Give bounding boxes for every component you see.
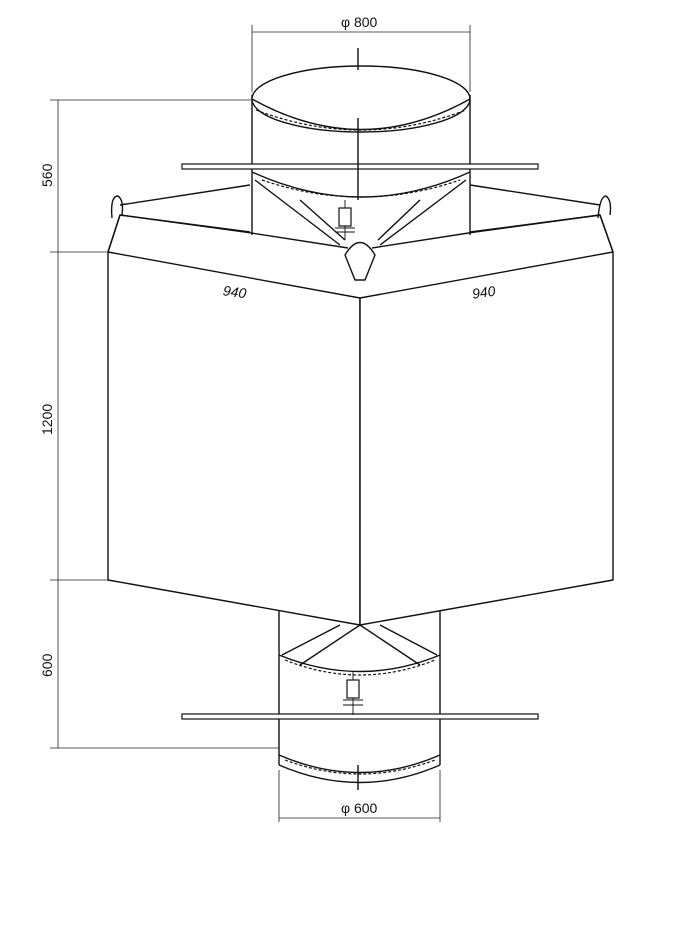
right-side-width-label: 940 bbox=[471, 283, 497, 302]
bottom-spout-height-label: 600 bbox=[39, 653, 55, 677]
body-face-left bbox=[107, 251, 361, 626]
top-diameter-label: φ 800 bbox=[341, 14, 378, 30]
bottom-diameter-label: φ 600 bbox=[341, 800, 378, 816]
top-spout bbox=[119, 48, 601, 246]
dimension-lines bbox=[50, 25, 471, 822]
lifting-loop-left bbox=[110, 195, 124, 219]
body-height-label: 1200 bbox=[39, 404, 55, 435]
bag-body bbox=[107, 214, 614, 626]
bottom-spout bbox=[181, 610, 539, 790]
left-side-width-label: 940 bbox=[222, 282, 248, 301]
lifting-loop-right bbox=[597, 195, 612, 219]
top-spout-opening bbox=[251, 65, 471, 133]
top-spout-height-label: 560 bbox=[39, 163, 55, 187]
body-face-right bbox=[359, 251, 614, 626]
top-center-loop bbox=[344, 241, 376, 281]
